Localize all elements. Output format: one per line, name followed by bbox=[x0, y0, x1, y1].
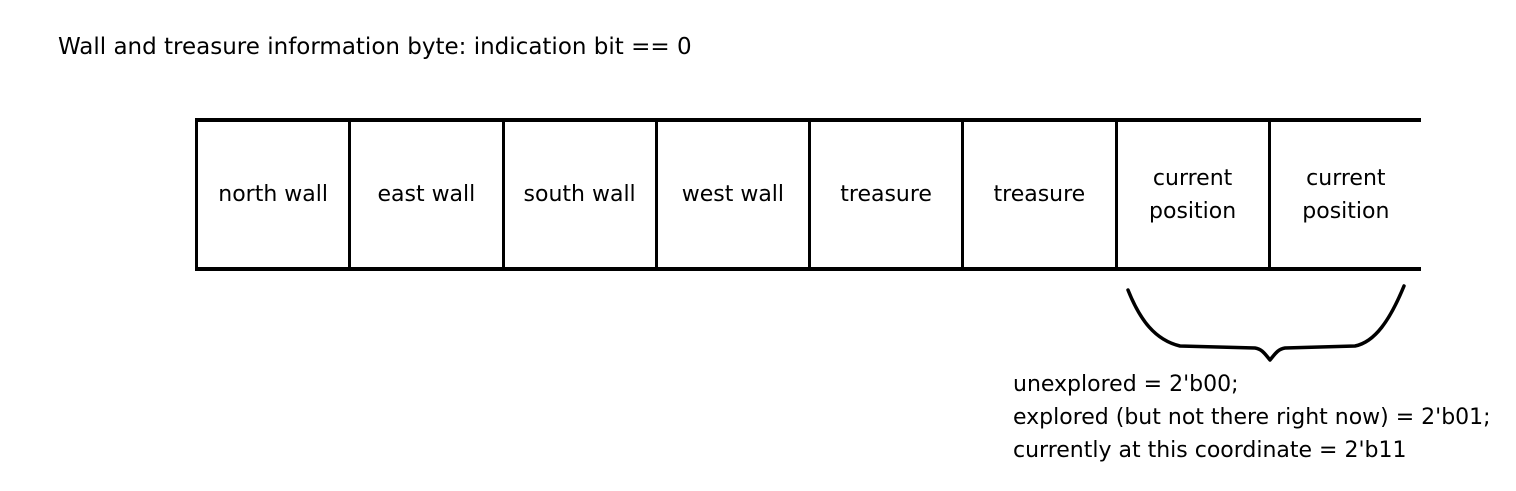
bit-cell-north-wall: north wall bbox=[198, 122, 352, 267]
legend-line-current: currently at this coordinate = 2'b11 bbox=[1013, 438, 1407, 463]
bit-label: current position bbox=[1302, 165, 1390, 224]
bit-cell-south-wall: south wall bbox=[505, 122, 658, 267]
bit-label: east wall bbox=[377, 182, 476, 207]
bit-label: treasure bbox=[840, 182, 932, 207]
bit-cell-treasure-2: treasure bbox=[964, 122, 1118, 267]
bit-cell-current-position-1: current position bbox=[1118, 122, 1271, 267]
bit-cell-treasure-1: treasure bbox=[811, 122, 965, 267]
curly-brace bbox=[1126, 284, 1406, 362]
bit-label: treasure bbox=[993, 182, 1086, 207]
bit-label: north wall bbox=[218, 182, 328, 207]
diagram-title: Wall and treasure information byte: indi… bbox=[58, 34, 692, 60]
bit-label: west wall bbox=[681, 182, 785, 207]
position-encoding-legend: unexplored = 2'b00; explored (but not th… bbox=[1013, 368, 1491, 467]
bit-label: south wall bbox=[523, 182, 636, 207]
bit-cell-current-position-2: current position bbox=[1271, 122, 1421, 267]
legend-line-explored: explored (but not there right now) = 2'b… bbox=[1013, 405, 1491, 430]
byte-field-row: north wall east wall south wall west wal… bbox=[195, 118, 1421, 271]
bit-cell-east-wall: east wall bbox=[351, 122, 505, 267]
bit-label: current position bbox=[1149, 165, 1237, 224]
legend-line-unexplored: unexplored = 2'b00; bbox=[1013, 372, 1239, 397]
bit-cell-west-wall: west wall bbox=[658, 122, 811, 267]
